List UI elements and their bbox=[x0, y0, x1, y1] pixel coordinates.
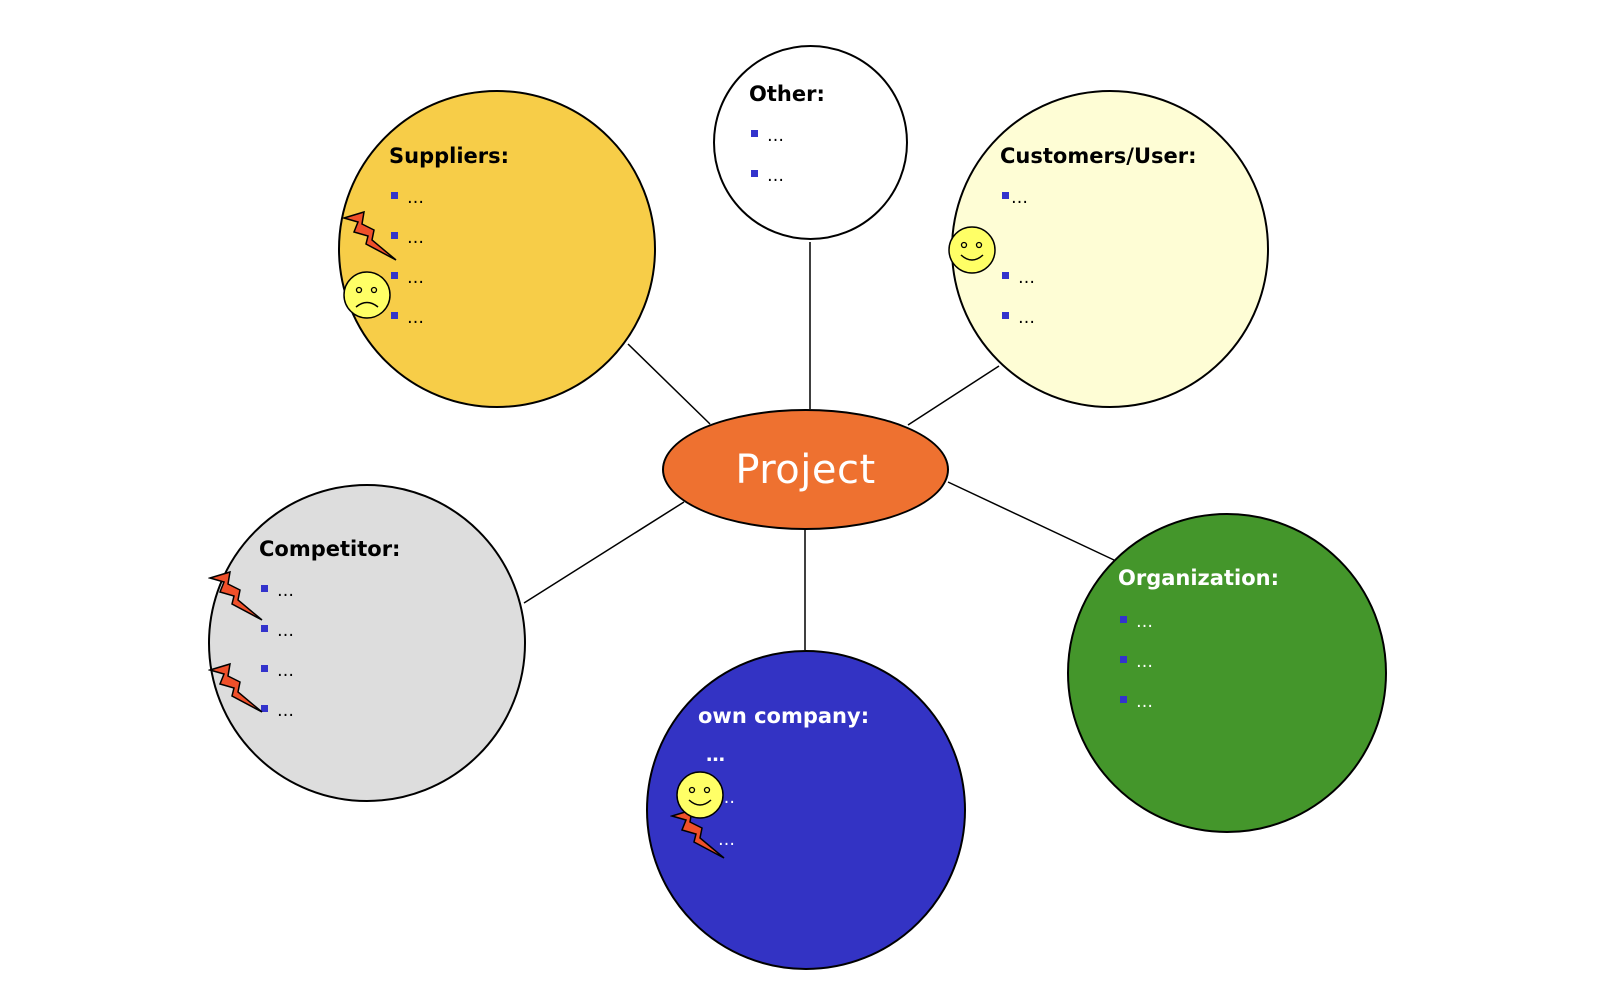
project-label: Project bbox=[735, 446, 876, 493]
other-item: … bbox=[751, 126, 784, 146]
node-other bbox=[713, 45, 908, 240]
organization-item: … bbox=[1120, 652, 1153, 672]
node-organization bbox=[1067, 513, 1387, 833]
happy-face-icon bbox=[676, 771, 724, 819]
customers-item: … bbox=[1002, 268, 1035, 288]
other-title: Other: bbox=[749, 82, 825, 106]
suppliers-item: … bbox=[391, 188, 424, 208]
project-center-node: Project bbox=[662, 409, 949, 530]
competitor-item: … bbox=[261, 581, 294, 601]
competitor-item: … bbox=[261, 661, 294, 681]
suppliers-title: Suppliers: bbox=[389, 144, 510, 168]
competitor-item: … bbox=[261, 701, 294, 721]
suppliers-item: … bbox=[391, 308, 424, 328]
connector-customers bbox=[907, 365, 1000, 426]
other-item: … bbox=[751, 166, 784, 186]
connector-suppliers bbox=[627, 343, 711, 425]
own-company-item: … bbox=[718, 830, 735, 850]
lightning-icon bbox=[208, 570, 263, 621]
customers-item: … bbox=[1002, 188, 1028, 208]
competitor-title: Competitor: bbox=[259, 537, 401, 561]
customers-item: … bbox=[1002, 308, 1035, 328]
organization-title: Organization: bbox=[1118, 566, 1279, 590]
connector-competitor bbox=[523, 501, 685, 604]
suppliers-item: … bbox=[391, 228, 424, 248]
lightning-icon bbox=[670, 808, 725, 859]
competitor-item: … bbox=[261, 621, 294, 641]
organization-item: … bbox=[1120, 692, 1153, 712]
own-company-item: … bbox=[706, 744, 725, 766]
node-competitor bbox=[208, 484, 526, 802]
suppliers-item: … bbox=[391, 268, 424, 288]
organization-item: … bbox=[1120, 612, 1153, 632]
customers-title: Customers/User: bbox=[1000, 144, 1197, 168]
node-suppliers bbox=[338, 90, 656, 408]
own-company-title: own company: bbox=[698, 704, 870, 728]
lightning-icon bbox=[342, 210, 397, 261]
happy-face-icon bbox=[948, 226, 996, 274]
lightning-icon bbox=[208, 662, 263, 713]
connector-organization bbox=[947, 481, 1115, 561]
sad-face-icon bbox=[343, 271, 391, 319]
node-customers bbox=[951, 90, 1269, 408]
